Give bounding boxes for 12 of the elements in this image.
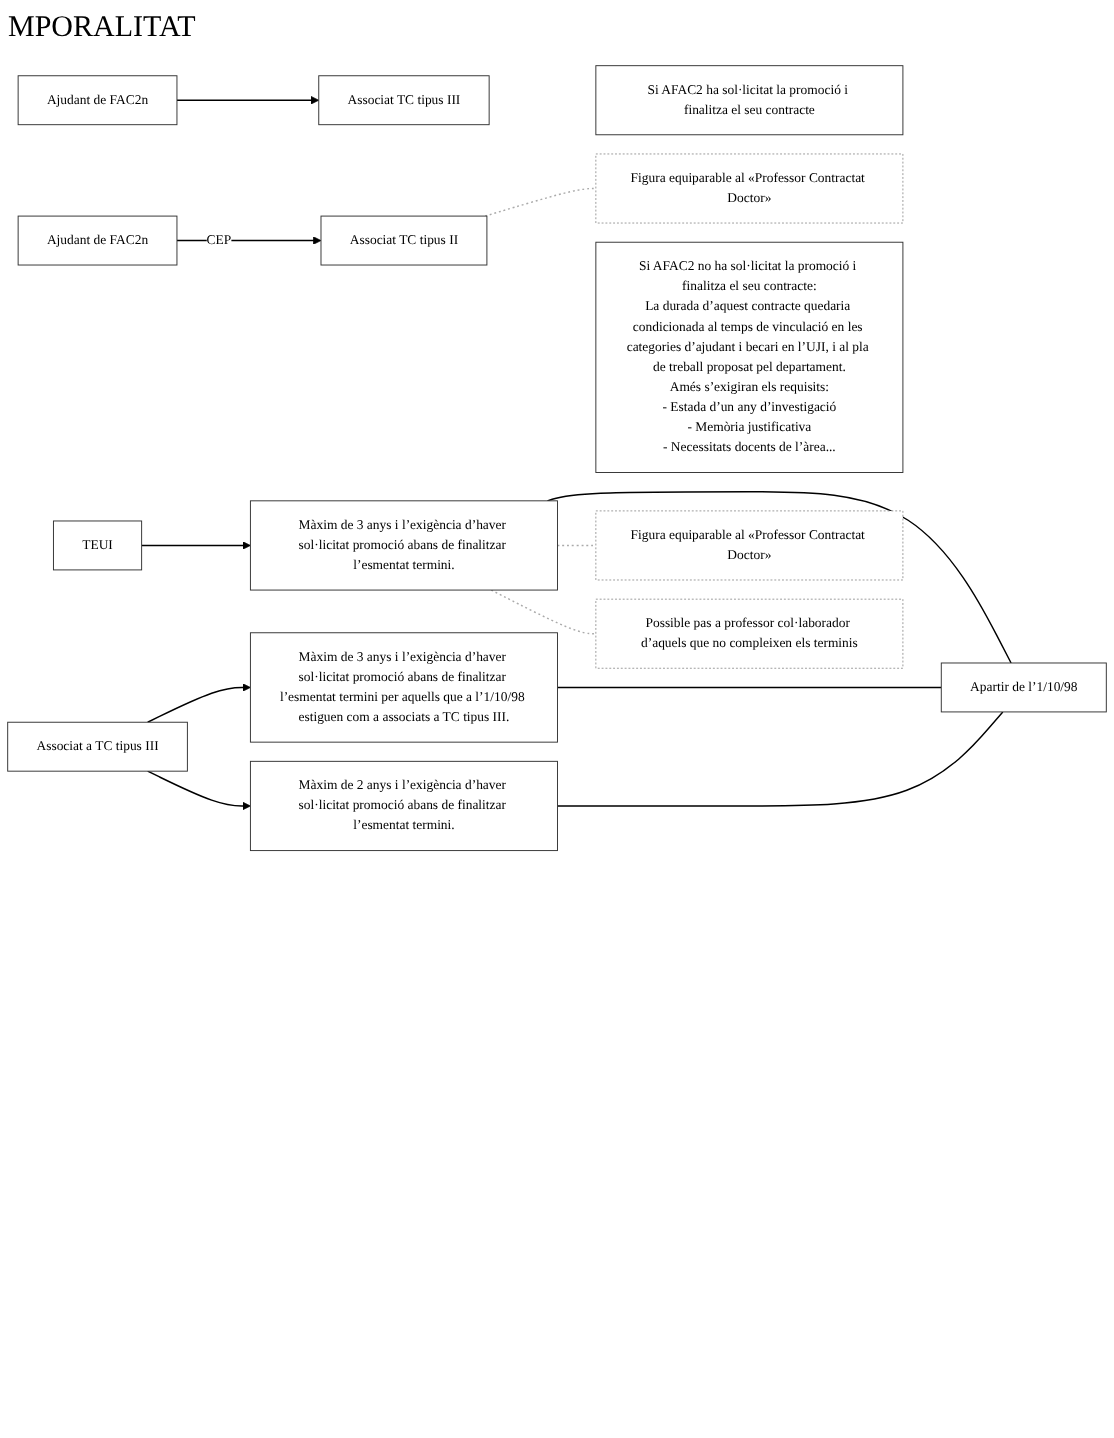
connector bbox=[556, 711, 1004, 807]
section-heading: MPORALITAT bbox=[8, 12, 198, 46]
arrow bbox=[176, 236, 322, 245]
arrow bbox=[146, 683, 251, 723]
connector bbox=[546, 491, 1012, 664]
arrow bbox=[140, 541, 251, 550]
arrow bbox=[146, 770, 251, 811]
connector bbox=[490, 589, 597, 635]
connector bbox=[556, 686, 942, 689]
arrow bbox=[176, 96, 320, 105]
connector bbox=[556, 544, 597, 547]
connector bbox=[484, 187, 597, 217]
